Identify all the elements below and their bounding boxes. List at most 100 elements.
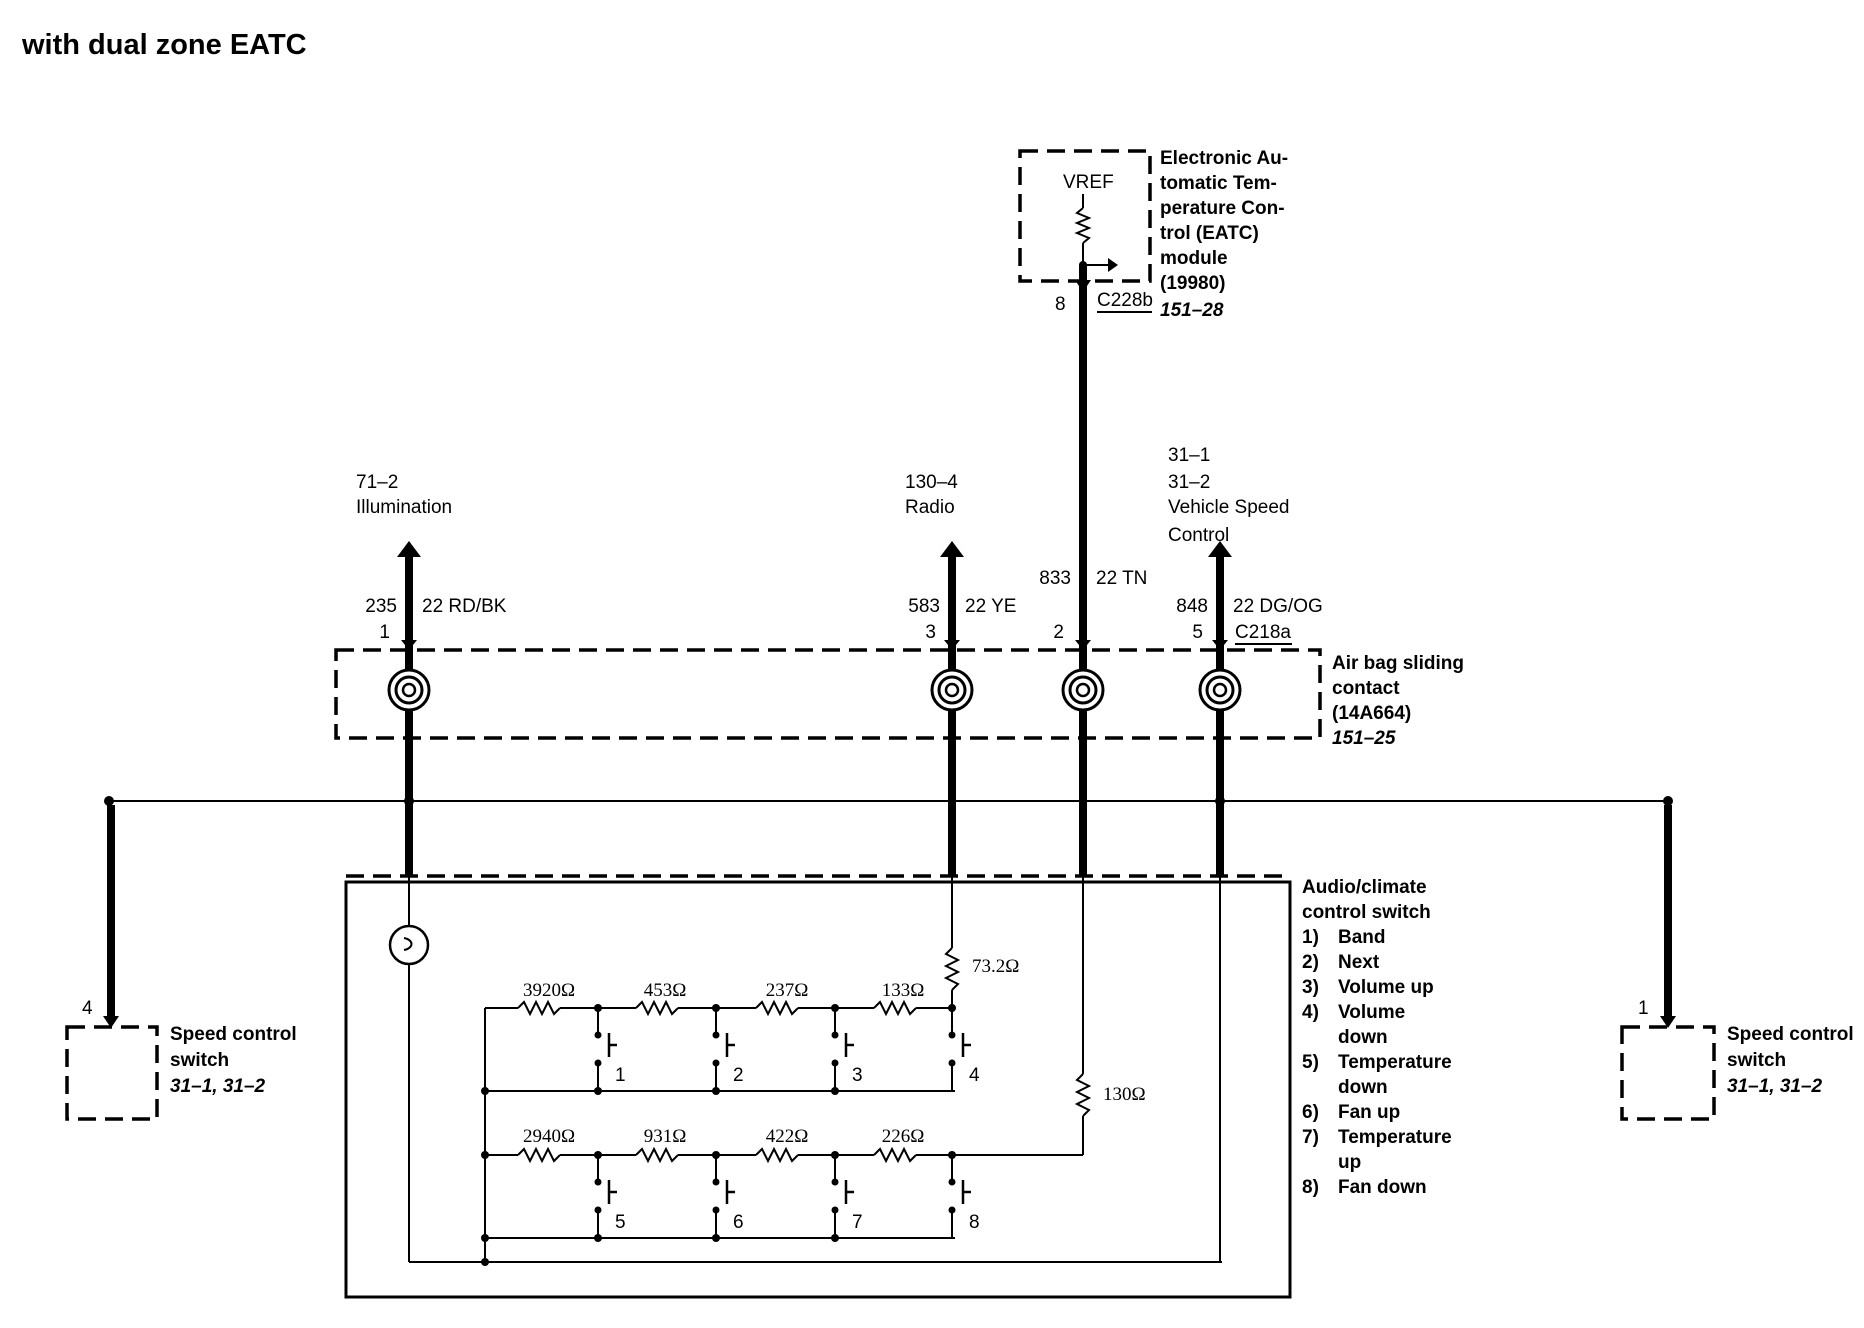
svg-text:583: 583 (908, 596, 940, 617)
junction-848 (1215, 796, 1225, 806)
resistor-tn-label: 130Ω (1103, 1084, 1146, 1105)
pin-marker-2 (1075, 640, 1091, 650)
destination-radio: 130–4 Radio (905, 472, 958, 518)
svg-text:Illumination: Illumination (356, 497, 452, 518)
svg-text:226Ω: 226Ω (882, 1126, 925, 1147)
resistor-bottom-2 (635, 1148, 679, 1162)
svg-text:Electronic Au-: Electronic Au- (1160, 148, 1288, 169)
speed-switch-left-pin-marker (103, 1016, 119, 1028)
svg-text:Volume up: Volume up (1338, 977, 1434, 998)
junction-235 (404, 796, 414, 806)
speed-switch-left-pin: 4 (82, 998, 93, 1019)
resistor-radio-label: 73.2Ω (972, 956, 1019, 977)
svg-text:22 RD/BK: 22 RD/BK (422, 596, 507, 617)
resistor-labels-top: 3920Ω 453Ω 237Ω 133Ω (523, 980, 924, 1001)
svg-text:22 DG/OG: 22 DG/OG (1233, 596, 1323, 617)
illumination-lamp-icon (388, 924, 430, 966)
wire-label-833: 833 22 TN 2 (1039, 568, 1147, 643)
svg-text:module: module (1160, 248, 1228, 269)
svg-text:3920Ω: 3920Ω (523, 980, 575, 1001)
sliding-contact-3 (930, 668, 974, 712)
resistor-bottom-1 (517, 1148, 561, 1162)
svg-text:1: 1 (379, 622, 390, 643)
eatc-module-label: Electronic Au- tomatic Tem- perature Con… (1160, 148, 1288, 294)
svg-text:6: 6 (733, 1212, 744, 1233)
svg-text:down: down (1338, 1027, 1388, 1048)
svg-text:Next: Next (1338, 952, 1380, 973)
svg-text:7: 7 (852, 1212, 863, 1233)
svg-text:71–2: 71–2 (356, 472, 398, 493)
svg-text:5: 5 (615, 1212, 626, 1233)
speed-switch-right-label: Speed control switch (1727, 1024, 1854, 1071)
resistor-labels-bottom: 2940Ω 931Ω 422Ω 226Ω (523, 1126, 924, 1147)
switch-top-3: 3 (830, 1004, 863, 1095)
svg-text:2: 2 (1053, 622, 1064, 643)
destination-illumination: 71–2 Illumination (356, 472, 452, 518)
speed-switch-left-label: Speed control switch (170, 1024, 297, 1071)
svg-text:switch: switch (170, 1050, 229, 1071)
svg-text:931Ω: 931Ω (644, 1126, 687, 1147)
resistor-top-3 (755, 1001, 799, 1015)
vref-label: VREF (1063, 172, 1114, 193)
svg-text:31–2: 31–2 (1168, 472, 1210, 493)
speed-switch-left-box (65, 1025, 159, 1121)
speed-switch-right-pin: 1 (1638, 998, 1649, 1019)
resistor-bottom-4 (873, 1148, 917, 1162)
vref-resistor (1074, 207, 1092, 244)
svg-text:22 TN: 22 TN (1096, 568, 1147, 589)
speed-switch-right-ref: 31–1, 31–2 (1727, 1076, 1823, 1097)
svg-text:Volume: Volume (1338, 1002, 1405, 1023)
switch-bottom-8: 8 (947, 1151, 980, 1238)
arrow-speed-control (1208, 541, 1232, 557)
svg-text:1: 1 (615, 1065, 626, 1086)
svg-text:(19980): (19980) (1160, 273, 1226, 294)
svg-text:1): 1) (1302, 927, 1319, 948)
sliding-contact-1 (387, 668, 431, 712)
svg-text:Fan down: Fan down (1338, 1177, 1427, 1198)
svg-text:control switch: control switch (1302, 902, 1431, 923)
svg-text:Band: Band (1338, 927, 1386, 948)
svg-text:Speed control: Speed control (1727, 1024, 1854, 1045)
switch-top-1: 1 (593, 1004, 626, 1095)
airbag-contact-box (334, 648, 1322, 740)
pin-marker-5 (1212, 640, 1228, 650)
svg-text:switch: switch (1727, 1050, 1786, 1071)
resistor-top-1 (517, 1001, 561, 1015)
svg-text:422Ω: 422Ω (766, 1126, 809, 1147)
eatc-module-ref: 151–28 (1160, 300, 1224, 321)
junction-left (104, 796, 114, 806)
lamp-filament (403, 937, 413, 951)
destination-vehicle-speed-control: 31–1 31–2 Vehicle Speed Control (1168, 445, 1290, 546)
svg-text:22 YE: 22 YE (965, 596, 1016, 617)
arrow-illumination (397, 541, 421, 557)
eatc-pin: 8 (1055, 294, 1066, 315)
svg-text:130–4: 130–4 (905, 472, 958, 493)
switch-bottom-5: 5 (593, 1151, 626, 1242)
wire-label-583: 583 22 YE 3 (908, 596, 1016, 643)
eatc-connector: C228b (1097, 290, 1153, 311)
svg-text:7): 7) (1302, 1127, 1319, 1148)
svg-text:133Ω: 133Ω (882, 980, 925, 1001)
svg-text:Temperature: Temperature (1338, 1052, 1452, 1073)
pin-marker-3 (944, 640, 960, 650)
svg-text:Radio: Radio (905, 497, 955, 518)
switch-module-box (344, 880, 1292, 1299)
svg-text:235: 235 (365, 596, 397, 617)
resistor-130-ohm (1076, 1073, 1090, 1117)
svg-text:8: 8 (969, 1212, 980, 1233)
svg-text:(14A664): (14A664) (1332, 703, 1411, 724)
switch-top-4: 4 (947, 1004, 980, 1091)
resistor-73-2-ohm (945, 947, 959, 991)
svg-text:2940Ω: 2940Ω (523, 1126, 575, 1147)
svg-text:848: 848 (1176, 596, 1208, 617)
svg-text:tomatic Tem-: tomatic Tem- (1160, 173, 1277, 194)
svg-text:up: up (1338, 1152, 1361, 1173)
svg-text:8): 8) (1302, 1177, 1319, 1198)
airbag-contact-ref: 151–25 (1332, 728, 1396, 749)
svg-text:perature Con-: perature Con- (1160, 198, 1285, 219)
svg-text:453Ω: 453Ω (644, 980, 687, 1001)
arrow-radio (940, 541, 964, 557)
svg-text:2): 2) (1302, 952, 1319, 973)
sense-arrow (1108, 258, 1118, 272)
